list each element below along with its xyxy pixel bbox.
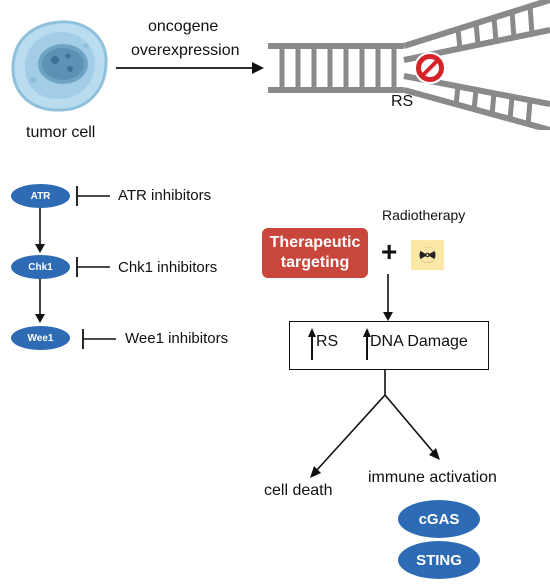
cell-death-label: cell death [264,482,333,499]
cgas-node: cGAS [398,500,480,538]
plus-sign: + [381,236,398,267]
wee1-node: Wee1 [11,326,70,350]
rs-label: RS [391,93,414,110]
pathway-arrows [35,186,116,349]
no-entry-icon [414,52,446,84]
rs-increase-label: RS [316,333,339,350]
chk1-inhibitors-label: Chk1 inhibitors [118,259,218,276]
wee1-inhibitors-label: Wee1 inhibitors [125,330,229,347]
dna-damage-label: DNA Damage [370,333,468,350]
radiation-icon [419,247,436,263]
arrow-label-line1: oncogene [148,18,219,35]
tumor-cell-label: tumor cell [26,124,96,141]
tumor-cell-icon [11,20,108,112]
atr-inhibitors-label: ATR inhibitors [118,187,212,204]
therapeutic-line2: targeting [280,254,350,271]
immune-activation-label: immune activation [368,469,497,486]
radiation-box [411,240,444,270]
therapeutic-line1: Therapeutic [269,234,361,251]
replication-fork-icon [268,0,550,130]
atr-node: ATR [11,184,70,208]
oncogene-arrow [116,62,264,74]
chk1-node: Chk1 [11,255,70,279]
therapy-arrows [308,274,440,478]
radiotherapy-label: Radiotherapy [382,207,466,223]
therapeutic-targeting-box: Therapeutic targeting [262,228,368,278]
rs-dna-damage-box [289,321,489,370]
sting-node: STING [398,541,480,579]
arrow-label-line2: overexpression [131,42,240,59]
